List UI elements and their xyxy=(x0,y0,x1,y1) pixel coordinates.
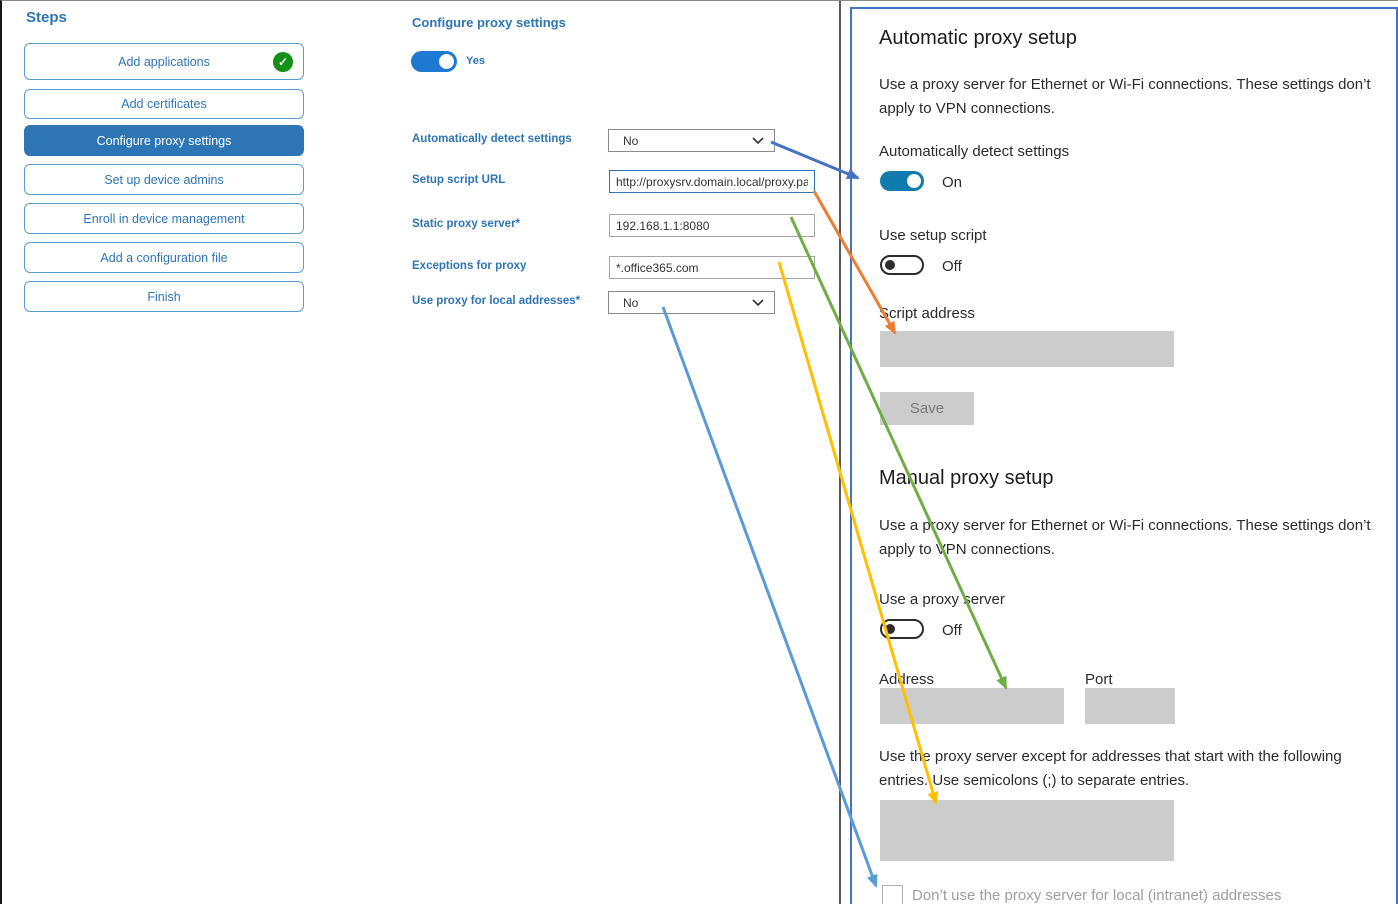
use-proxy-local-addresses-dropdown[interactable]: No xyxy=(608,291,775,314)
exceptions-for-proxy-input[interactable] xyxy=(609,256,815,279)
sidebar-item-label: Enroll in device management xyxy=(83,211,245,226)
toggle-knob xyxy=(439,54,454,69)
sidebar-item-enroll-in-device-management[interactable]: Enroll in device management xyxy=(24,203,304,234)
port-label: Port xyxy=(1085,671,1113,688)
sidebar-item-label: Set up device admins xyxy=(104,172,224,187)
configure-proxy-toggle-label: Yes xyxy=(466,55,485,67)
chevron-down-icon xyxy=(752,298,764,306)
manual-proxy-description: Use a proxy server for Ethernet or Wi-Fi… xyxy=(879,517,1371,558)
detect-settings-state: On xyxy=(942,174,963,191)
port-input[interactable] xyxy=(1085,688,1175,724)
sidebar-item-add-applications[interactable]: Add applications ✓ xyxy=(24,43,304,80)
automatic-proxy-setup-heading: Automatic proxy setup xyxy=(879,27,1077,49)
toggle-knob xyxy=(885,260,895,270)
chevron-down-icon xyxy=(752,136,764,144)
use-proxy-local-addresses-label: Use proxy for local addresses* xyxy=(412,295,581,307)
static-proxy-server-label: Static proxy server* xyxy=(412,218,521,230)
automatic-proxy-description: Use a proxy server for Ethernet or Wi-Fi… xyxy=(879,76,1371,117)
sidebar-item-add-a-configuration-file[interactable]: Add a configuration file xyxy=(24,242,304,273)
setup-script-url-input[interactable] xyxy=(609,170,815,193)
sidebar-item-label: Add a configuration file xyxy=(100,250,228,265)
local-addresses-checkbox[interactable] xyxy=(882,885,903,904)
sidebar-item-add-certificates[interactable]: Add certificates xyxy=(24,89,304,119)
sidebar-item-configure-proxy-settings[interactable]: Configure proxy settings xyxy=(24,125,304,156)
use-proxy-server-state: Off xyxy=(942,622,962,639)
save-button[interactable]: Save xyxy=(880,392,974,425)
address-label: Address xyxy=(879,671,935,688)
check-icon: ✓ xyxy=(273,51,293,72)
dropdown-value: No xyxy=(623,295,639,310)
script-address-input[interactable] xyxy=(880,331,1174,367)
dropdown-value: No xyxy=(623,133,639,148)
sidebar-item-finish[interactable]: Finish xyxy=(24,281,304,312)
sidebar-item-set-up-device-admins[interactable]: Set up device admins xyxy=(24,164,304,195)
sidebar-item-label: Finish xyxy=(147,289,181,304)
use-proxy-server-toggle[interactable] xyxy=(880,619,924,639)
use-setup-script-toggle[interactable] xyxy=(880,255,924,275)
address-input[interactable] xyxy=(880,688,1064,724)
static-proxy-server-input[interactable] xyxy=(609,214,815,237)
steps-title: Steps xyxy=(26,9,67,26)
vertical-divider xyxy=(839,1,841,904)
automatically-detect-settings-label: Automatically detect settings xyxy=(412,133,572,145)
detect-settings-label: Automatically detect settings xyxy=(879,143,1070,160)
local-addresses-checkbox-label: Don’t use the proxy server for local (in… xyxy=(912,887,1282,904)
use-proxy-server-label: Use a proxy server xyxy=(879,591,1005,608)
sidebar-item-label: Configure proxy settings xyxy=(96,133,232,148)
arrow-local-addresses xyxy=(661,306,878,888)
page-title: Configure proxy settings xyxy=(412,15,566,30)
exceptions-for-proxy-label: Exceptions for proxy xyxy=(412,260,527,272)
manual-proxy-setup-heading: Manual proxy setup xyxy=(879,467,1054,489)
windows-proxy-settings-panel: Automatic proxy setup Use a proxy server… xyxy=(850,7,1398,904)
setup-script-url-label: Setup script URL xyxy=(412,174,506,186)
exceptions-instruction: Use the proxy server except for addresse… xyxy=(879,748,1342,789)
use-setup-script-state: Off xyxy=(942,258,962,275)
sidebar-item-label: Add applications xyxy=(118,54,210,69)
script-address-label: Script address xyxy=(879,305,975,322)
detect-settings-toggle[interactable] xyxy=(880,171,924,191)
exceptions-input[interactable] xyxy=(880,800,1174,861)
configure-proxy-toggle[interactable] xyxy=(411,51,457,72)
toggle-knob xyxy=(907,174,921,188)
use-setup-script-label: Use setup script xyxy=(879,227,987,244)
toggle-knob xyxy=(885,624,895,634)
automatically-detect-settings-dropdown[interactable]: No xyxy=(608,129,775,152)
sidebar-item-label: Add certificates xyxy=(121,97,207,111)
